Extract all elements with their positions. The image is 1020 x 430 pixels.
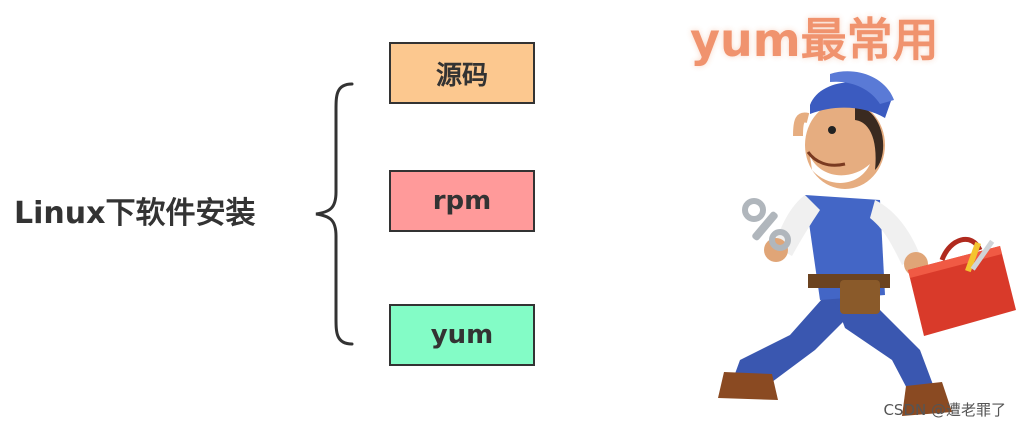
root-node-label: Linux下软件安装 [14,196,256,231]
branch-label-yum: yum [430,320,494,350]
branch-box-source: 源码 [389,42,535,104]
branch-box-rpm: rpm [389,170,535,232]
branch-label-source: 源码 [435,60,488,91]
csdn-watermark: CSDN @遭老罪了 [883,401,1006,419]
branch-box-yum: yum [389,304,535,366]
headline-yum-most-used: yum最常用 [690,13,939,67]
repairman-illustration [718,71,1016,416]
curly-brace-connector [315,82,354,346]
branch-label-rpm: rpm [432,186,492,216]
